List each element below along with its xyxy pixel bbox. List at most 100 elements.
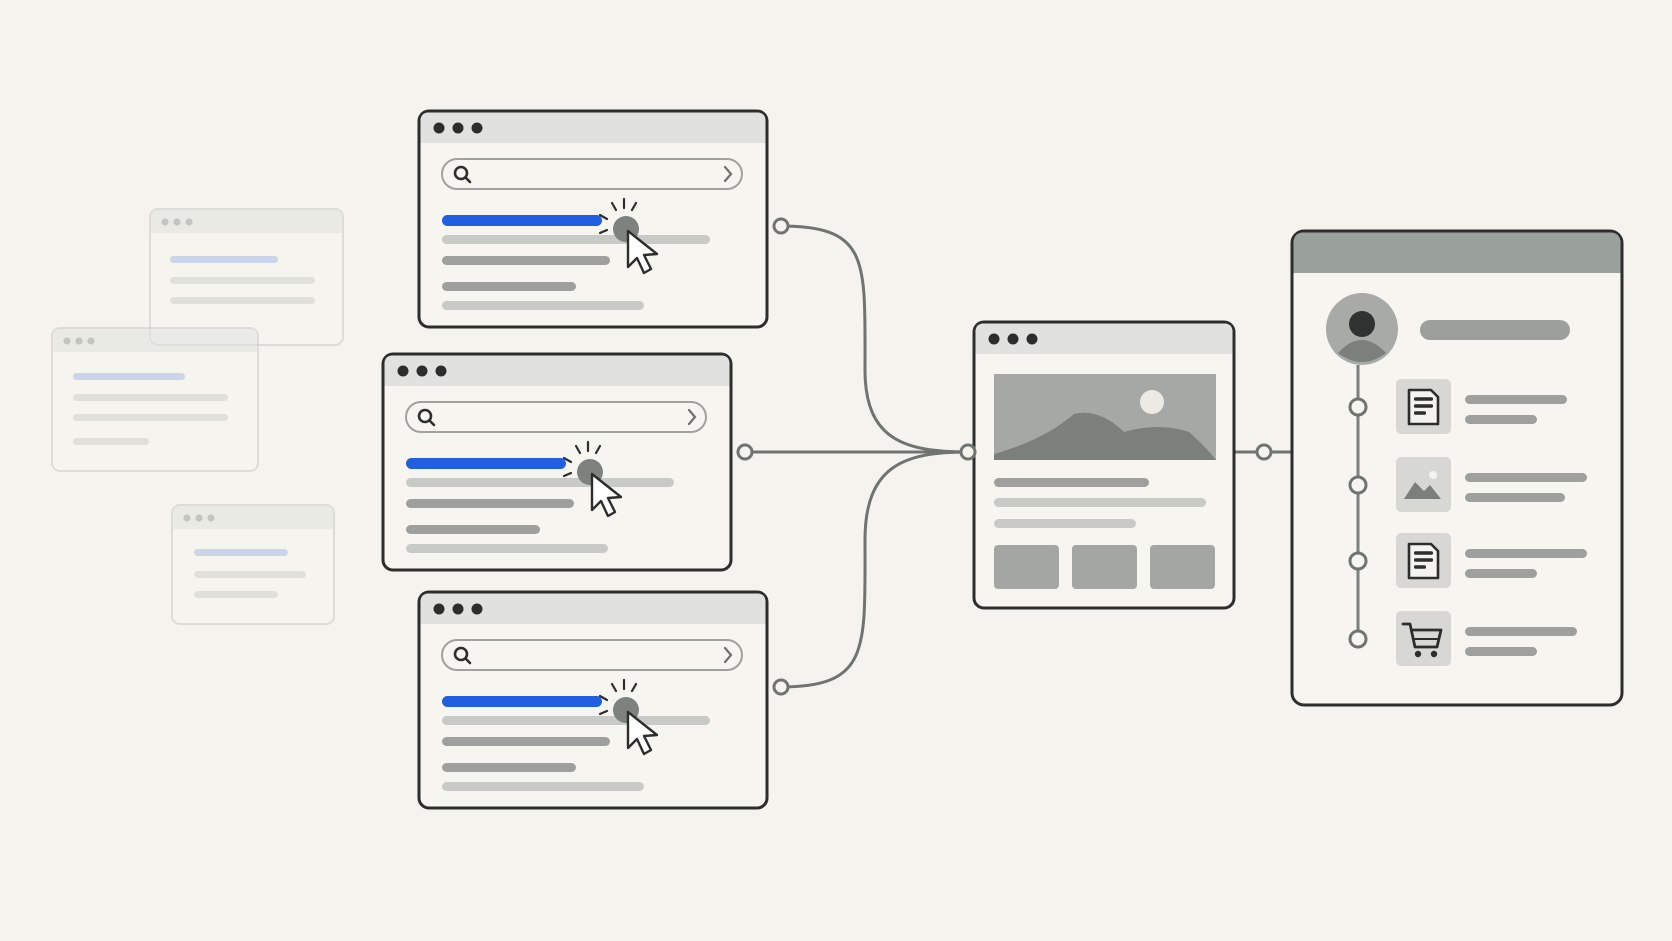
content-line <box>994 478 1149 487</box>
item-meta-bar <box>1465 493 1565 502</box>
search-input[interactable] <box>441 639 743 671</box>
burst-ray <box>594 444 602 455</box>
content-line <box>442 256 610 265</box>
content-line <box>442 782 644 791</box>
avatar-head <box>1349 311 1375 337</box>
window-dot-icon <box>471 603 483 615</box>
content-line <box>406 499 574 508</box>
image-mountain <box>1404 482 1441 499</box>
title-bar <box>975 323 1233 354</box>
cart-body <box>1401 622 1443 649</box>
window-dot-icon <box>1007 333 1019 345</box>
burst-ray <box>598 709 609 716</box>
mountain-shape <box>994 412 1216 460</box>
avatar-body <box>1338 340 1386 362</box>
search-icon-handle <box>428 419 436 427</box>
content-line <box>170 256 278 263</box>
window-dot-icon <box>433 122 445 134</box>
search-field <box>441 639 743 671</box>
window-dot-icon <box>452 122 464 134</box>
mouse-pointer-icon <box>598 678 659 756</box>
search-icon-lens <box>417 408 433 424</box>
faded-window-middle <box>51 327 259 472</box>
connector-node <box>736 443 754 461</box>
search-icon-handle <box>464 657 472 665</box>
window-dot-icon <box>75 337 83 345</box>
window-dot-icon <box>397 365 409 377</box>
user-avatar-icon <box>1326 293 1398 365</box>
pointer-arrow <box>626 229 659 275</box>
title-bar <box>420 593 766 624</box>
document-line <box>1414 397 1433 401</box>
mouse-pointer-icon <box>598 197 659 275</box>
click-burst <box>598 678 638 716</box>
window-dot-icon <box>195 514 203 522</box>
window-dot-icon <box>63 337 71 345</box>
click-burst <box>562 440 602 478</box>
content-line <box>194 549 288 556</box>
item-meta-bar <box>1465 647 1537 656</box>
selected-result <box>406 458 566 469</box>
content-tile <box>1150 545 1215 589</box>
content-line <box>406 525 540 534</box>
window-dot-icon <box>1026 333 1038 345</box>
search-icon-handle <box>464 176 472 184</box>
timeline-item-image <box>1348 457 1587 512</box>
window-dot-icon <box>471 122 483 134</box>
content-line <box>406 544 608 553</box>
window-dot-icon <box>161 218 169 226</box>
icon-tile <box>1396 457 1451 512</box>
item-meta-bar <box>1465 415 1537 424</box>
connector-node <box>772 217 790 235</box>
content-line <box>442 716 710 725</box>
chevron-right-icon[interactable] <box>723 646 733 664</box>
selected-result <box>442 215 602 226</box>
content-line <box>406 478 674 487</box>
cart-wheel <box>1414 650 1422 658</box>
image-icon <box>1404 471 1441 499</box>
connector-node <box>772 678 790 696</box>
burst-ray <box>610 682 618 693</box>
content-line <box>442 282 576 291</box>
chevron-right-icon[interactable] <box>687 408 697 426</box>
timeline-node <box>1348 475 1368 495</box>
pointer-arrow <box>590 472 623 518</box>
search-field <box>405 401 707 433</box>
search-icon-lens <box>453 165 469 181</box>
content-line <box>442 301 644 310</box>
faded-window-top <box>149 208 344 346</box>
content-line <box>170 297 315 304</box>
window-dot-icon <box>87 337 95 345</box>
timeline-item-document <box>1348 379 1567 434</box>
search-icon-lens <box>453 646 469 662</box>
content-line <box>442 235 710 244</box>
item-title-bar <box>1465 473 1587 482</box>
content-tile <box>994 545 1059 589</box>
content-page-window <box>972 320 1236 610</box>
content-line <box>73 438 149 445</box>
title-bar <box>151 210 342 233</box>
faded-window-bottom <box>171 504 335 625</box>
window-dot-icon <box>452 603 464 615</box>
item-meta-bar <box>1465 569 1537 578</box>
burst-ray <box>574 444 582 455</box>
search-window-middle <box>381 352 733 572</box>
profile-panel <box>1290 229 1624 707</box>
search-icon <box>453 646 472 665</box>
search-icon <box>417 408 436 427</box>
window-dot-icon <box>435 365 447 377</box>
chevron-right-icon[interactable] <box>723 165 733 183</box>
search-input[interactable] <box>405 401 707 433</box>
burst-ray <box>598 228 609 235</box>
image-sun <box>1429 471 1437 479</box>
window-dot-icon <box>183 514 191 522</box>
timeline-node <box>1348 629 1368 649</box>
search-icon <box>453 165 472 184</box>
burst-ray <box>630 201 638 212</box>
timeline-node <box>1348 551 1368 571</box>
click-burst <box>598 197 638 235</box>
content-line <box>73 394 228 401</box>
burst-ray <box>610 201 618 212</box>
search-input[interactable] <box>441 158 743 190</box>
burst-ray <box>598 213 609 221</box>
